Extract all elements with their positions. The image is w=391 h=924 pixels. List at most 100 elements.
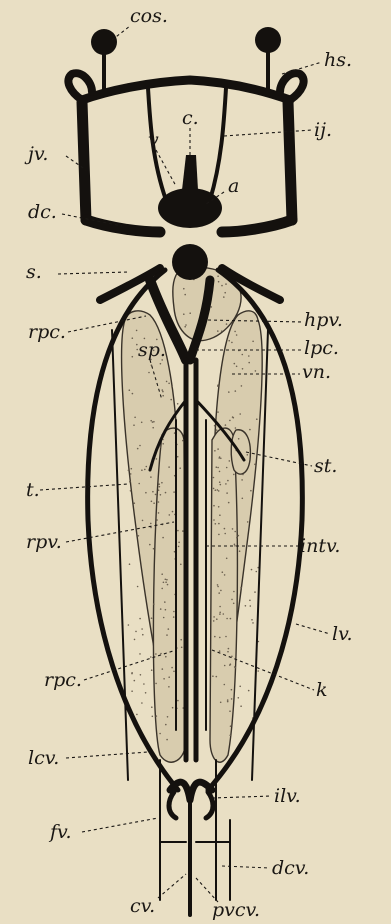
stipple-dot [134, 417, 136, 419]
stipple-dot [218, 534, 220, 536]
stipple-dot [131, 673, 133, 675]
stipple-dot [150, 527, 152, 529]
stipple-dot [233, 474, 235, 476]
stipple-dot [161, 573, 163, 575]
leader-s [58, 272, 128, 274]
stipple-dot [158, 489, 160, 491]
stipple-dot [128, 624, 130, 626]
stipple-dot [256, 418, 258, 420]
stipple-dot [162, 537, 164, 539]
stipple-dot [230, 618, 232, 620]
stipple-dot [217, 584, 219, 586]
stipple-dot [233, 591, 235, 593]
stipple-dot [218, 281, 220, 283]
stipple-dot [250, 490, 252, 492]
stipple-dot [231, 689, 233, 691]
stipple-dot [220, 484, 222, 486]
stipple-dot [130, 473, 132, 475]
stipple-dot [226, 467, 228, 469]
stipple-dot [136, 330, 138, 332]
stipple-dot [217, 489, 219, 491]
stipple-dot [227, 651, 229, 653]
stipple-dot [153, 603, 155, 605]
leader-ilv [212, 796, 272, 798]
stipple-dot [171, 386, 173, 388]
stipple-dot [159, 486, 161, 488]
stipple-dot [231, 342, 233, 344]
stipple-dot [218, 506, 220, 508]
stipple-dot [189, 312, 191, 314]
femoral-right [206, 792, 213, 818]
stipple-dot [218, 457, 220, 459]
stipple-dot [252, 341, 254, 343]
stipple-dot [181, 647, 183, 649]
label-rpc-lower: rpc. [44, 669, 82, 691]
label-pvcv: pvcv. [212, 899, 260, 921]
stipple-dot [221, 285, 223, 287]
stipple-dot [148, 372, 150, 374]
stipple-dot [155, 683, 157, 685]
stipple-dot [134, 502, 136, 504]
stipple-dot [239, 686, 241, 688]
stipple-dot [234, 363, 236, 365]
stipple-dot [218, 490, 220, 492]
stipple-dot [231, 698, 233, 700]
stipple-dot [224, 574, 226, 576]
stipple-dot [184, 326, 186, 328]
label-ilv: ilv. [274, 785, 301, 807]
stipple-dot [179, 467, 181, 469]
stipple-dot [151, 501, 153, 503]
stipple-dot [168, 628, 170, 630]
stipple-dot [144, 469, 146, 471]
stipple-dot [224, 684, 226, 686]
stipple-dot [234, 544, 236, 546]
stipple-dot [248, 690, 250, 692]
stipple-dot [212, 675, 214, 677]
stipple-dot [150, 523, 152, 525]
stipple-dot [215, 489, 217, 491]
stipple-dot [235, 427, 237, 429]
stipple-dot [173, 611, 175, 613]
label-ij: ij. [314, 119, 332, 141]
stipple-dot [239, 550, 241, 552]
stipple-dot [249, 600, 251, 602]
stipple-dot [162, 395, 164, 397]
stipple-dot [168, 676, 170, 678]
stipple-dot [234, 667, 236, 669]
stipple-dot [129, 563, 131, 565]
stipple-dot [158, 512, 160, 514]
stipple-dot [156, 519, 158, 521]
head-sinus-arc [82, 80, 290, 100]
stipple-dot [141, 628, 143, 630]
stipple-dot [214, 636, 216, 638]
stipple-dot [242, 354, 244, 356]
stipple-dot [162, 443, 164, 445]
label-sp: sp. [138, 339, 166, 361]
stipple-dot [162, 668, 164, 670]
stipple-dot [255, 571, 257, 573]
right-inner-jugular [210, 88, 226, 200]
stipple-dot [141, 422, 143, 424]
stipple-dot [165, 609, 167, 611]
stipple-dot [178, 546, 180, 548]
stipple-dot [219, 612, 221, 614]
stipple-dot [216, 429, 218, 431]
stipple-dot [213, 505, 215, 507]
stipple-dot [166, 579, 168, 581]
stipple-dot [251, 569, 253, 571]
stipple-dot [158, 501, 160, 503]
stipple-dot [217, 385, 219, 387]
stipple-dot [217, 467, 219, 469]
stipple-dot [134, 680, 136, 682]
stipple-dot [177, 403, 179, 405]
stipple-dot [153, 548, 155, 550]
stipple-dot [149, 544, 151, 546]
stipple-dot [167, 716, 169, 718]
stipple-dot [248, 362, 250, 364]
stipple-dot [145, 492, 147, 494]
stipple-dot [137, 448, 139, 450]
stipple-dot [226, 323, 228, 325]
stipple-dot [233, 603, 235, 605]
stipple-dot [153, 421, 155, 423]
